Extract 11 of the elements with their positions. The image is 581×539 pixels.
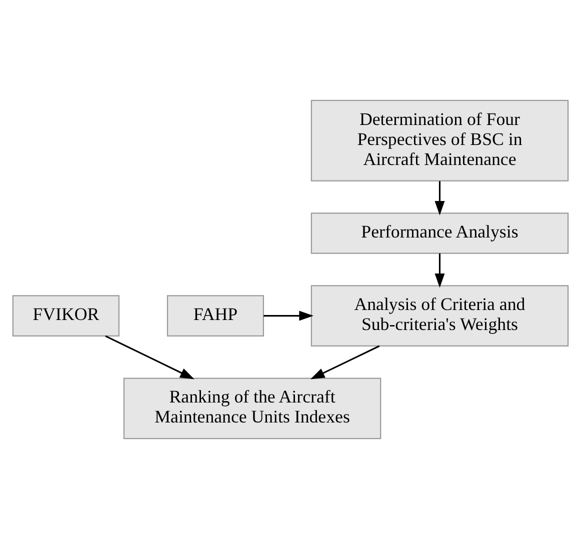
node-box: Performance Analysis	[310, 212, 569, 254]
node-box: Analysis of Criteria and Sub-criteria's Weights	[310, 285, 569, 346]
arrow	[105, 335, 194, 380]
node-box: FVIKOR	[12, 295, 120, 336]
arrow	[264, 310, 314, 321]
node-box: Determination of Four Perspectives of BSC in Aircraft Maintenance	[310, 100, 569, 182]
node-box: FAHP	[166, 295, 264, 336]
arrow	[434, 253, 445, 288]
arrow	[434, 181, 445, 216]
arrow	[310, 345, 380, 380]
node-box: Ranking of the Aircraft Maintenance Units Indexes	[123, 378, 382, 440]
